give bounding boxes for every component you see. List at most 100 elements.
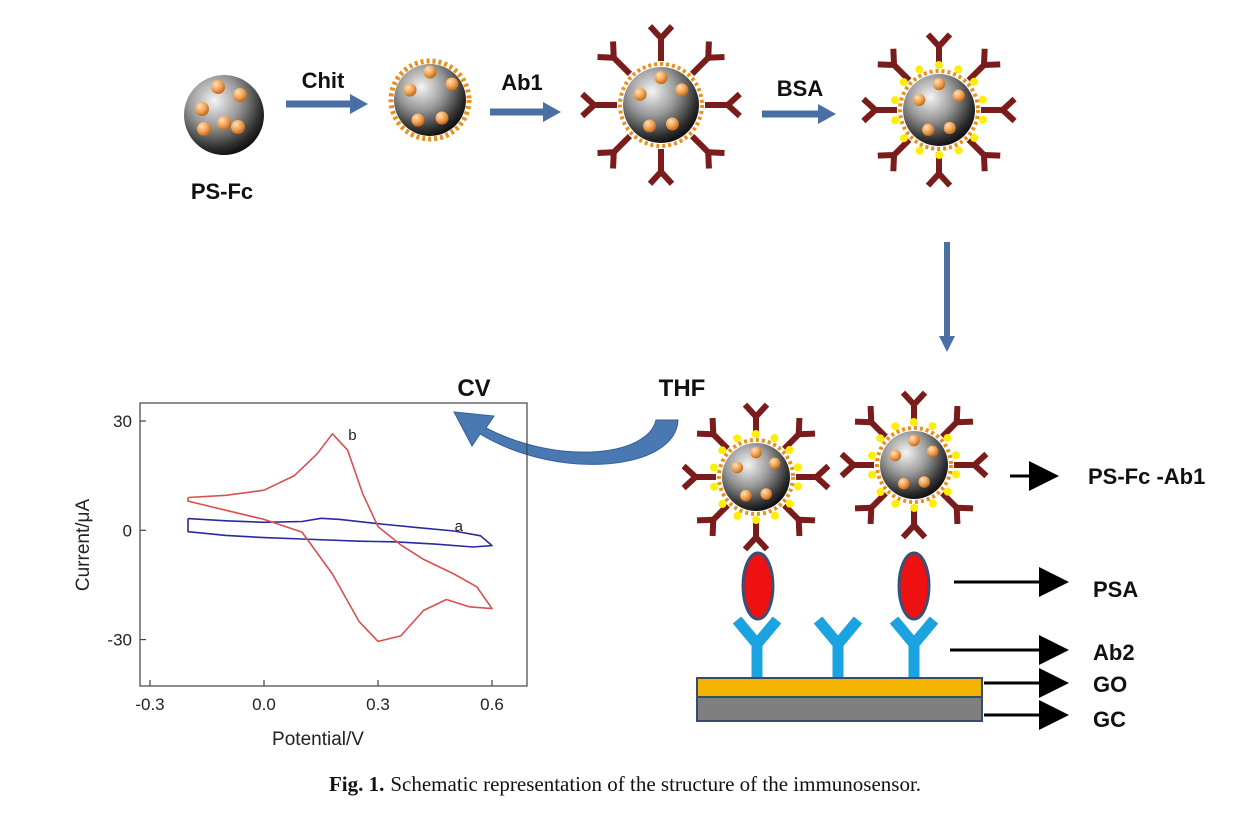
antibody-icon	[689, 133, 725, 169]
ab2-3	[889, 616, 939, 678]
bsa-dot	[793, 482, 802, 491]
antibody-icon	[782, 417, 816, 451]
bsa-dot	[718, 499, 727, 508]
chitosan-shell	[898, 69, 980, 151]
antibody-icon	[877, 48, 912, 83]
ferrocene-dot	[926, 445, 939, 458]
antibody-icon	[597, 133, 633, 169]
bsa-dot	[978, 95, 987, 104]
antibody-icon	[696, 503, 730, 537]
bsa-dot	[785, 499, 794, 508]
bsa-dot	[793, 463, 802, 472]
bsa-dot	[899, 78, 908, 87]
antibody-icon	[681, 463, 716, 491]
label-ab2: Ab2	[1093, 640, 1135, 665]
bsa-dot	[868, 451, 877, 460]
bsa-dot	[752, 515, 761, 524]
x-tick-label: 0.6	[480, 695, 504, 714]
bsa-dot	[770, 434, 779, 443]
plot-frame	[139, 402, 528, 687]
go-layer	[696, 677, 983, 698]
ferrocene-dot	[952, 89, 965, 102]
caption-text: Schematic representation of the structur…	[390, 772, 922, 796]
series-a-line	[187, 517, 493, 548]
bsa-dot	[909, 418, 918, 427]
bsa-dot	[785, 446, 794, 455]
ferrocene-dot	[760, 488, 772, 500]
ferrocene-dot	[740, 489, 752, 502]
bsa-dot	[733, 511, 742, 520]
chitosan-shell	[618, 62, 704, 148]
bsa-dot	[928, 499, 937, 508]
label-thf: THF	[659, 375, 706, 402]
ferrocene-dot	[654, 71, 668, 85]
ferrocene-dot	[768, 457, 781, 470]
antibody-icon	[854, 491, 888, 525]
bsa-dot	[868, 470, 877, 479]
antibody-icon	[696, 417, 730, 451]
bsa-bead	[861, 32, 1017, 188]
bsa-dot	[876, 487, 885, 496]
label-go: GO	[1093, 672, 1127, 697]
label-psa: PSA	[1093, 577, 1138, 602]
y-tick-label: -30	[107, 631, 132, 650]
label-ps-fc: PS-Fc	[191, 179, 253, 204]
x-tick-label: -0.3	[135, 695, 164, 714]
ps-fc-ab1-bead-left	[681, 402, 831, 552]
chit-bead	[388, 58, 472, 142]
ferrocene-dot	[913, 93, 926, 107]
ferrocene-dot	[643, 119, 657, 133]
bsa-dot	[891, 422, 900, 431]
psa-left	[741, 551, 775, 621]
antibody-icon	[854, 405, 888, 439]
bsa-dot	[970, 77, 979, 86]
bsa-dot	[934, 61, 943, 70]
bsa-dot	[954, 65, 963, 74]
ferrocene-dot	[889, 449, 902, 462]
bsa-dot	[951, 451, 960, 460]
bsa-dot	[710, 482, 719, 491]
bsa-dot	[915, 146, 924, 155]
psa-right	[897, 551, 931, 621]
y-axis-label: Current/μA	[73, 499, 94, 592]
bsa-dot	[943, 487, 952, 496]
bsa-dot	[718, 446, 727, 455]
antibody-icon	[954, 451, 989, 479]
ferrocene-dot	[943, 121, 956, 135]
label-ps-fc-ab1: PS-Fc -Ab1	[1088, 464, 1205, 489]
antibody-icon	[782, 503, 816, 537]
ferrocene-dot	[932, 77, 946, 91]
ps-fc-ab1-bead-right	[839, 390, 989, 540]
label-cv: CV	[457, 375, 490, 402]
antibody-icon	[861, 96, 897, 124]
ab2-1	[732, 616, 782, 678]
antibody-icon	[940, 491, 974, 525]
caption-number: Fig. 1.	[328, 772, 385, 796]
antibody-icon	[647, 24, 675, 61]
y-tick-label: 0	[123, 521, 132, 540]
x-axis-label: Potential/V	[272, 729, 364, 750]
antibody-icon	[689, 41, 725, 77]
arrow-down	[939, 242, 955, 352]
ps-fc-bead	[184, 75, 264, 155]
bsa-dot	[710, 463, 719, 472]
bsa-dot	[770, 511, 779, 520]
bsa-dot	[978, 115, 987, 124]
label-ab1: Ab1	[501, 70, 543, 95]
label-bsa: BSA	[777, 76, 824, 101]
antibody-icon	[597, 41, 633, 77]
arrow-bsa	[762, 104, 836, 124]
ferrocene-dot	[633, 87, 647, 101]
bsa-dot	[876, 434, 885, 443]
antibody-icon	[580, 91, 617, 119]
chitosan-shell	[717, 438, 795, 516]
gc-layer	[696, 696, 983, 722]
y-tick-label: 30	[113, 412, 132, 431]
bsa-dot	[891, 499, 900, 508]
figure-caption: Fig. 1.Schematic representation of the s…	[0, 772, 1250, 797]
antibody-icon	[839, 451, 874, 479]
bsa-dot	[733, 434, 742, 443]
series-b-line	[187, 432, 493, 643]
